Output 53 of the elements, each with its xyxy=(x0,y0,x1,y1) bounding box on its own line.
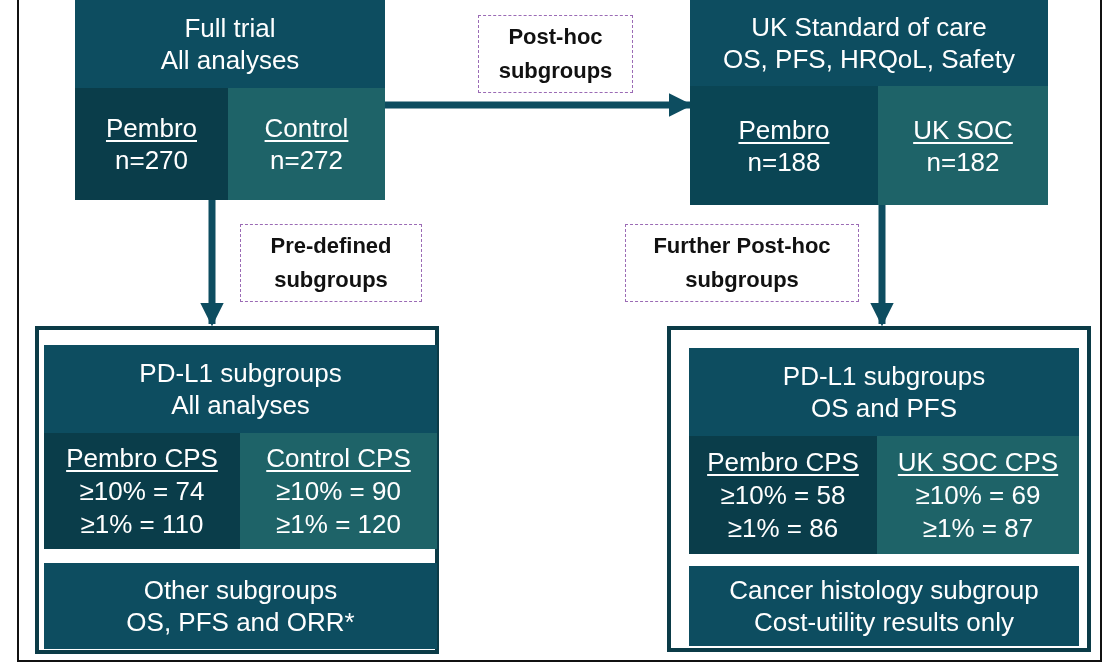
arm-box xyxy=(877,436,1079,554)
frame-box xyxy=(35,326,439,654)
arm-heading: UK SOC xyxy=(913,113,1013,146)
arm-heading: Pembro xyxy=(105,112,197,144)
box-title: Full trial xyxy=(184,12,276,44)
count-text: ≥10% = 58 xyxy=(720,478,846,512)
count-text: n=272 xyxy=(270,144,343,176)
arm-box xyxy=(878,86,1048,205)
group-box xyxy=(690,0,1048,205)
box-subtitle: All analyses xyxy=(171,389,310,421)
count-text: n=188 xyxy=(747,145,821,178)
arm-box xyxy=(44,433,240,549)
arm-box xyxy=(240,433,437,549)
box-title: UK Standard of care xyxy=(751,11,987,43)
arm-heading: UK SOC CPS xyxy=(897,445,1059,479)
arm-heading: Control CPS xyxy=(266,441,411,475)
count-text: n=182 xyxy=(926,145,1000,178)
count-text: ≥1% = 86 xyxy=(727,511,839,545)
box-subtitle: OS, PFS, HRQoL, Safety xyxy=(723,43,1015,75)
box-title: Other subgroups xyxy=(143,574,338,606)
arm-box xyxy=(228,88,385,200)
arm-box xyxy=(690,86,878,205)
group-box xyxy=(689,348,1079,554)
count-text: n=270 xyxy=(115,144,188,176)
subgroup-box xyxy=(44,563,437,649)
group-box xyxy=(75,0,385,200)
group-box xyxy=(44,345,437,549)
frame-box xyxy=(667,326,1091,652)
box-title: Cancer histology subgroup xyxy=(729,574,1039,606)
box-subtitle: All analyses xyxy=(160,44,300,76)
box-title: PD-L1 subgroups xyxy=(139,357,342,389)
arm-box xyxy=(75,88,228,200)
arm-heading: Pembro CPS xyxy=(66,441,218,475)
count-text: ≥1% = 120 xyxy=(276,507,401,541)
arm-heading: Pembro xyxy=(738,113,830,146)
box-title: PD-L1 subgroups xyxy=(782,360,986,392)
count-text: ≥1% = 110 xyxy=(80,507,204,541)
arrow xyxy=(200,200,224,327)
edge-label: Pre-defined subgroups xyxy=(240,224,422,302)
box-subtitle: Cost-utility results only xyxy=(753,606,1015,638)
count-text: ≥10% = 74 xyxy=(79,474,205,508)
arm-box xyxy=(689,436,877,554)
arrow xyxy=(870,205,894,327)
box-subtitle: OS and PFS xyxy=(811,392,957,424)
box-subtitle: OS, PFS and ORR* xyxy=(126,606,355,638)
arm-heading: Control xyxy=(264,112,349,144)
count-text: ≥1% = 87 xyxy=(922,511,1034,545)
arm-heading: Pembro CPS xyxy=(707,445,859,479)
edge-label: Further Post-hoc subgroups xyxy=(625,224,859,302)
subgroup-box xyxy=(689,566,1079,646)
count-text: ≥10% = 90 xyxy=(276,474,401,508)
count-text: ≥10% = 69 xyxy=(915,478,1041,512)
edge-label: Post-hoc subgroups xyxy=(478,15,633,93)
